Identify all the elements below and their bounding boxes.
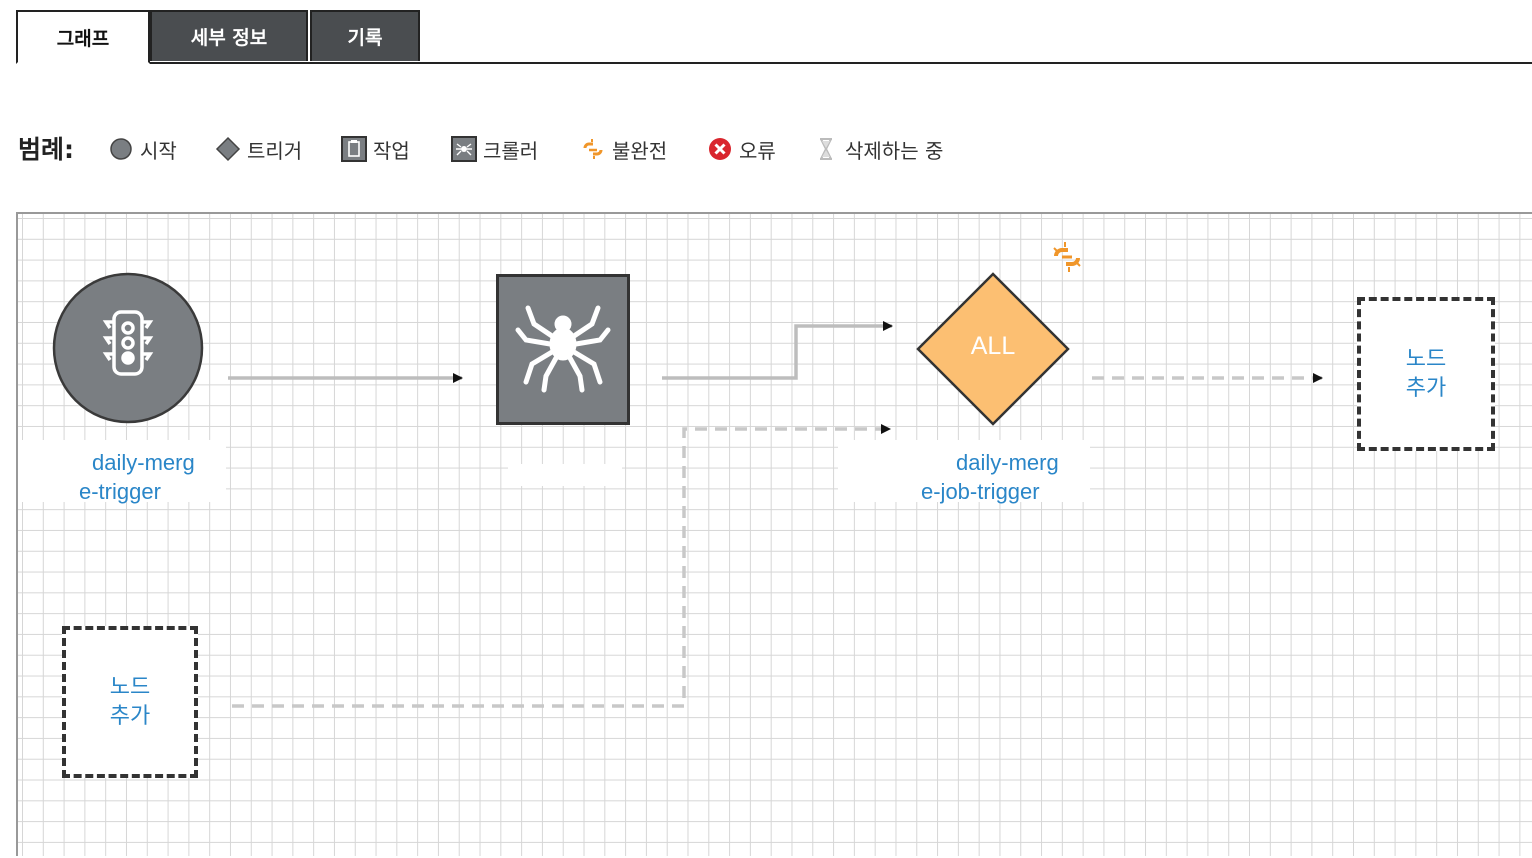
spider-icon	[515, 305, 611, 393]
legend-item-error: 오류	[707, 134, 776, 164]
legend-label-start: 시작	[140, 138, 177, 163]
edge-add-node-to-trigger	[232, 424, 891, 708]
crawler-icon	[451, 136, 477, 162]
legend-item-deleting: 삭제하는 중	[813, 134, 943, 164]
traffic-light-icon	[102, 310, 154, 376]
legend-label-incomplete: 불완전	[612, 138, 668, 163]
circle-icon	[108, 136, 134, 162]
tab-bar: 그래프 세부 정보 기록	[16, 10, 1532, 64]
broken-link-icon	[580, 136, 606, 162]
diamond-icon	[215, 136, 241, 162]
legend-item-job: 작업	[341, 134, 410, 164]
start-node-label-line1[interactable]: daily-merg	[92, 450, 195, 475]
trigger-node-label-line2[interactable]: e-job-trigger	[921, 479, 1040, 504]
legend-label-trigger: 트리거	[247, 138, 303, 163]
trigger-node-label-line1[interactable]: daily-merg	[956, 450, 1059, 475]
add-node-left-line2: 추가	[109, 704, 151, 729]
crawler-node[interactable]	[496, 274, 630, 425]
graph-canvas[interactable]: daily-merg e-trigger	[16, 212, 1532, 856]
legend-item-incomplete: 불완전	[580, 134, 667, 164]
add-node-button-left[interactable]: 노드 추가	[62, 626, 198, 778]
error-icon	[707, 136, 733, 162]
hourglass-icon	[813, 136, 839, 162]
connections	[228, 321, 1323, 708]
trigger-node[interactable]: ALL	[916, 272, 1070, 426]
tab-history[interactable]: 기록	[310, 10, 420, 61]
legend-title: 범례:	[18, 135, 74, 164]
legend-label-job: 작업	[373, 138, 410, 163]
add-node-button-right[interactable]: 노드 추가	[1357, 297, 1495, 451]
tab-details[interactable]: 세부 정보	[150, 10, 308, 61]
add-node-right-line2: 추가	[1405, 376, 1447, 401]
legend-label-crawler: 크롤러	[483, 138, 539, 163]
legend-item-crawler: 크롤러	[451, 134, 538, 164]
job-icon	[341, 136, 367, 162]
broken-link-icon	[1050, 240, 1084, 274]
add-node-left-line1: 노드	[109, 675, 151, 700]
start-node[interactable]	[52, 272, 204, 424]
legend-label-deleting: 삭제하는 중	[845, 138, 944, 163]
start-node-label-line2[interactable]: e-trigger	[79, 479, 161, 504]
legend-item-trigger: 트리거	[215, 134, 302, 164]
legend-item-start: 시작	[108, 134, 177, 164]
add-node-right-line1: 노드	[1405, 347, 1447, 372]
legend-label-error: 오류	[739, 138, 776, 163]
edge-crawler-to-trigger	[662, 321, 893, 380]
tab-graph[interactable]: 그래프	[16, 10, 150, 64]
trigger-node-text: ALL	[970, 332, 1016, 360]
